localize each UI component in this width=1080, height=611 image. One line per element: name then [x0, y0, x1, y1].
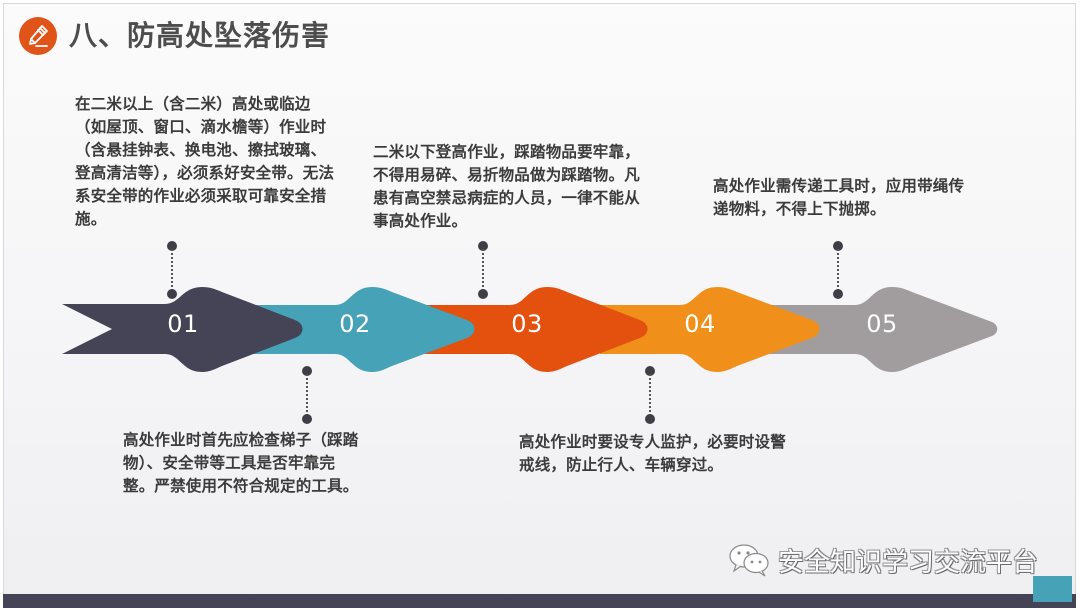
- page-title: 八、防高处坠落伤害: [69, 19, 331, 52]
- step-01-arrow: [62, 287, 303, 372]
- step-01-connector: [167, 241, 177, 299]
- step-05-description: 高处作业需传递工具时，应用带绳传递物料，不得上下抛掷。: [713, 177, 965, 218]
- step-05-arrow: [770, 287, 998, 372]
- wechat-icon: [728, 542, 772, 578]
- step-02-number: 02: [339, 310, 371, 338]
- watermark-text: 安全知识学习交流平台: [778, 547, 1039, 578]
- step-04-description: 高处作业时要设专人监护，必要时设警戒线，防止行人、车辆穿过。: [519, 433, 786, 474]
- step-04-arrow: [600, 287, 820, 372]
- footer-bar: [3, 594, 1076, 608]
- step-04-connector: [645, 366, 655, 424]
- watermark: 安全知识学习交流平台: [728, 540, 1038, 580]
- step-02-connector: [302, 366, 312, 424]
- step-01-number: 01: [167, 310, 199, 338]
- step-02-arrow: [250, 287, 475, 372]
- step-03-arrow: [425, 287, 648, 372]
- step-05-connector: [833, 241, 843, 299]
- footer-accent-square: [1033, 576, 1072, 602]
- step-04-number: 04: [684, 310, 716, 338]
- step-03-description: 二米以下登高作业，踩踏物品要牢靠，不得用易碎、易折物品做为踩踏物。凡患有高空禁忌…: [373, 143, 640, 230]
- step-01-description: 在二米以上（含二米）高处或临边（如屋顶、窗口、滴水檐等）作业时（含悬挂钟表、换电…: [75, 95, 335, 228]
- pencil-icon: [19, 17, 57, 55]
- step-03-number: 03: [511, 310, 543, 338]
- step-02-description: 高处作业时首先应检查梯子（踩踏物）、安全带等工具是否牢靠完整。严禁使用不符合规定…: [123, 431, 359, 495]
- title-row: 八、防高处坠落伤害: [19, 16, 330, 56]
- step-05-number: 05: [866, 310, 898, 338]
- step-03-connector: [478, 241, 488, 299]
